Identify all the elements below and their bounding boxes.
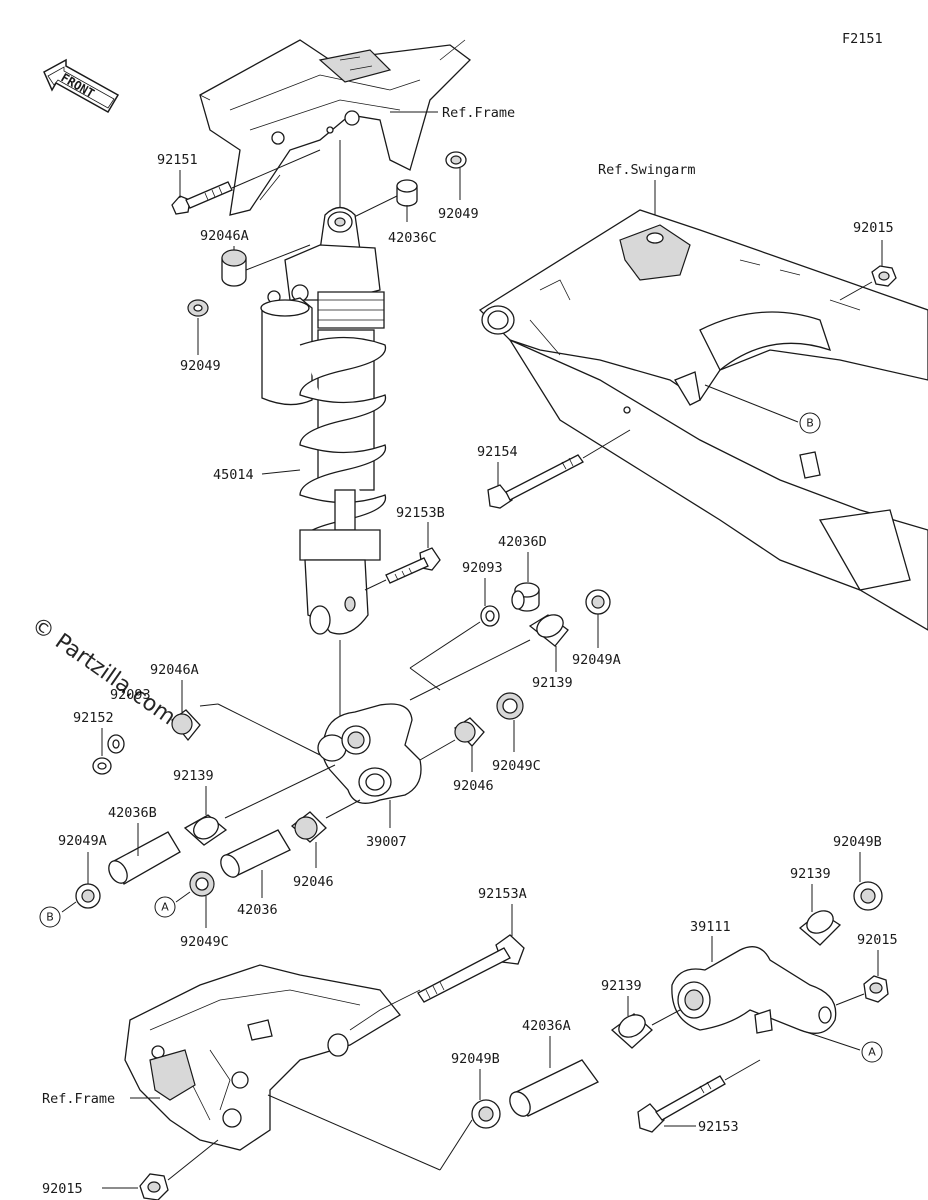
label-42036A: 42036A (522, 1018, 571, 1034)
label-42036: 42036 (237, 902, 278, 918)
washer-92093-mid-drawing (480, 605, 500, 627)
label-92046-low: 92046 (293, 874, 334, 890)
bolt-92154-drawing (487, 454, 584, 509)
nut-92015-top-drawing (871, 265, 897, 287)
label-92093-mid: 92093 (462, 560, 503, 576)
washer-92049A-left-drawing (75, 883, 101, 909)
label-42036C: 42036C (388, 230, 437, 246)
label-92049A-mid: 92049A (572, 652, 621, 668)
bolt-92151-drawing (171, 181, 233, 215)
washer-92049A-mid-drawing (585, 589, 611, 615)
label-92153: 92153 (698, 1119, 739, 1135)
bushing-92139-low-drawing (610, 1013, 653, 1049)
ref-frame-bottom: Ref.Frame (42, 1091, 115, 1107)
bearing-92046-low-drawing (290, 811, 327, 843)
bearing-92046A-left-drawing (171, 709, 201, 742)
marker-a-left: A (161, 901, 169, 914)
frame-bottom-drawing (124, 964, 421, 1151)
collar-42036B-drawing (108, 831, 181, 885)
bolt-92153-drawing (637, 1075, 726, 1133)
label-92049A-left: 92049A (58, 833, 107, 849)
bolt-92153B-drawing (385, 547, 441, 584)
washer-92049-top-drawing (445, 151, 467, 169)
label-92046A-top: 92046A (200, 228, 249, 244)
swingarm-drawing (478, 209, 928, 631)
label-92049-top: 92049 (438, 206, 479, 222)
collar-42036D-drawing (511, 582, 540, 612)
washer-92093-left-drawing (107, 734, 125, 754)
label-92139-right: 92139 (790, 866, 831, 882)
label-42036B: 42036B (108, 805, 157, 821)
bushing-92139-right-drawing (798, 910, 842, 946)
collar-42036C-drawing (396, 179, 418, 207)
ref-frame-top: Ref.Frame (442, 105, 515, 121)
label-92049C-low: 92049C (180, 934, 229, 950)
label-92139-left: 92139 (173, 768, 214, 784)
label-92049-left: 92049 (180, 358, 221, 374)
bearing-92046A-top-drawing (221, 249, 247, 287)
nut-92015-low-drawing (139, 1173, 169, 1200)
label-92093-left: 92093 (110, 687, 151, 703)
label-42036D: 42036D (498, 534, 547, 550)
label-92151: 92151 (157, 152, 198, 168)
marker-b-swingarm: B (806, 417, 814, 430)
bolt-92153A-drawing (417, 934, 525, 1003)
label-92046-mid: 92046 (453, 778, 494, 794)
label-92154: 92154 (477, 444, 518, 460)
label-92153B: 92153B (396, 505, 445, 521)
label-92152: 92152 (73, 710, 114, 726)
label-92139-mid: 92139 (532, 675, 573, 691)
label-39007: 39007 (366, 834, 407, 850)
shock-absorber-45014-drawing (260, 140, 387, 720)
label-45014: 45014 (213, 467, 254, 483)
bearing-92046-mid-drawing (453, 717, 485, 747)
label-92015-low: 92015 (42, 1181, 83, 1197)
label-92049B-right: 92049B (833, 834, 882, 850)
label-92049B-low: 92049B (451, 1051, 500, 1067)
label-92046A-left: 92046A (150, 662, 199, 678)
ref-swingarm: Ref.Swingarm (598, 162, 696, 178)
washer-92049-left-drawing (187, 299, 209, 317)
marker-a-right: A (868, 1046, 876, 1059)
washer-92049B-low-drawing (471, 1099, 501, 1129)
front-arrow-icon: FRONT (43, 58, 120, 114)
bushing-92139-left-drawing (183, 814, 228, 846)
tie-rod-39111-drawing (671, 946, 837, 1034)
label-92153A: 92153A (478, 886, 527, 902)
washer-92049C-mid-drawing (496, 692, 524, 720)
label-92015-top: 92015 (853, 220, 894, 236)
marker-b-left: B (46, 911, 54, 924)
figure-code: F2151 (842, 31, 883, 47)
washer-92152-drawing (92, 757, 112, 775)
label-92015-right: 92015 (857, 932, 898, 948)
label-92139-low: 92139 (601, 978, 642, 994)
washer-92049B-right-drawing (853, 881, 883, 911)
rocker-39007-drawing (317, 703, 422, 804)
nut-92015-right-drawing (863, 975, 889, 1003)
frame-top-drawing (199, 39, 471, 216)
collar-42036A-drawing (509, 1059, 599, 1117)
label-92049C-mid: 92049C (492, 758, 541, 774)
collar-42036-drawing (220, 829, 291, 878)
label-39111: 39111 (690, 919, 731, 935)
washer-92049C-low-drawing (189, 871, 215, 897)
bushing-92139-mid-drawing (528, 614, 569, 647)
